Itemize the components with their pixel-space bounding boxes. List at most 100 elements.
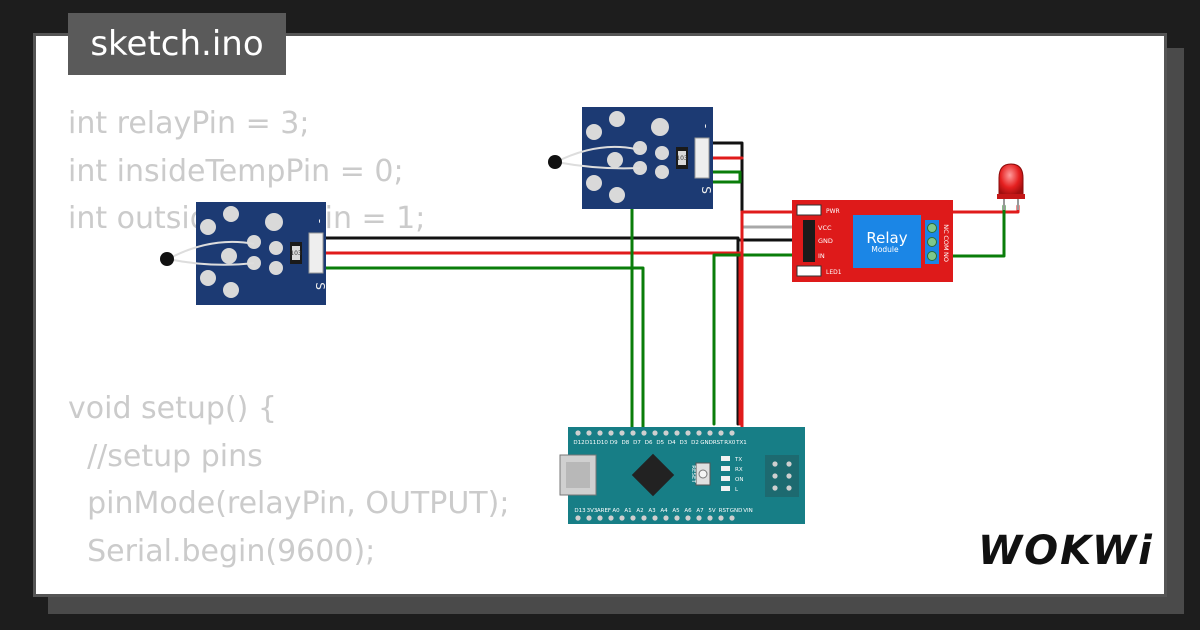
wire-green-signal-top[interactable] xyxy=(630,170,742,524)
nano-bottom-label: RST xyxy=(719,508,730,514)
relay-gnd-label: GND xyxy=(818,237,833,245)
nano-led-label: L xyxy=(735,487,739,493)
nano-top-label: D11 xyxy=(585,440,596,446)
sensor-board xyxy=(582,107,713,209)
pin-minus-label: - xyxy=(699,124,713,128)
nano-led-label: TX xyxy=(734,457,742,463)
nano-bottom-label: AREF xyxy=(597,508,611,514)
reset-label: RESET xyxy=(690,465,696,483)
nano-top-label: D2 xyxy=(691,440,699,446)
nano-pin[interactable] xyxy=(685,515,691,521)
nano-bottom-label: A5 xyxy=(672,508,680,514)
nano-pin[interactable] xyxy=(685,430,691,436)
nano-pin[interactable] xyxy=(608,430,614,436)
nano-bottom-label: A3 xyxy=(648,508,656,514)
thermistor-head xyxy=(160,252,174,266)
nano-pin[interactable] xyxy=(641,430,647,436)
nano-pin[interactable] xyxy=(707,515,713,521)
nano-pin[interactable] xyxy=(652,515,658,521)
nano-top-label: D3 xyxy=(680,440,688,446)
nano-bottom-label: A4 xyxy=(660,508,668,514)
nano-pin[interactable] xyxy=(696,515,702,521)
nano-pin[interactable] xyxy=(718,430,724,436)
code-line: //setup pins xyxy=(68,438,263,474)
wire-black-gnd[interactable] xyxy=(320,236,740,426)
nano-pin[interactable] xyxy=(630,515,636,521)
nano-pin[interactable] xyxy=(597,430,603,436)
wire-red-vcc-left[interactable] xyxy=(320,251,742,426)
relay-vcc-label: VCC xyxy=(818,224,832,232)
icsp-header xyxy=(765,455,799,497)
code-snippet: int relayPin = 3;int insideTempPin = 0;i… xyxy=(68,100,509,575)
nano-pin[interactable] xyxy=(674,430,680,436)
wire-green-led[interactable] xyxy=(930,204,1006,258)
nano-pin[interactable] xyxy=(663,430,669,436)
nano-top-label: D8 xyxy=(622,440,630,446)
wires xyxy=(320,141,1020,524)
ntc-sensor-top[interactable]: 103 - S xyxy=(548,107,713,209)
project-title[interactable]: sketch.ino xyxy=(68,13,286,75)
code-line: int relayPin = 3; xyxy=(68,106,310,141)
relay-no-label: NO xyxy=(942,252,950,262)
nano-top-label: GND xyxy=(700,440,713,446)
nano-led xyxy=(721,476,730,481)
pin-minus-label: - xyxy=(313,219,327,223)
nano-top-label: D12 xyxy=(573,440,584,446)
nano-pin[interactable] xyxy=(619,515,625,521)
pin-signal-label: S xyxy=(699,186,713,194)
nano-bottom-label: A6 xyxy=(684,508,692,514)
resistor-label: 103 xyxy=(676,155,688,162)
nano-top-label: D10 xyxy=(597,440,609,446)
relay-block xyxy=(853,215,921,268)
code-line: int insideTempPin = 0; xyxy=(68,153,404,189)
relay-pwr-led-label: PWR xyxy=(826,208,840,215)
relay-module[interactable]: PWR LED1 VCC GND IN Relay Module NC COM … xyxy=(792,200,953,282)
ntc-sensor-left[interactable]: 103 - S xyxy=(160,202,327,305)
nano-pin[interactable] xyxy=(707,430,713,436)
nano-led-label: ON xyxy=(735,477,743,483)
relay-header xyxy=(803,220,815,262)
nano-pin[interactable] xyxy=(608,515,614,521)
relay-in-label: IN xyxy=(818,252,825,260)
nano-pin[interactable] xyxy=(696,430,702,436)
nano-pin[interactable] xyxy=(729,430,735,436)
sensor-board xyxy=(196,202,326,305)
nano-pin[interactable] xyxy=(729,515,735,521)
nano-top-label: D7 xyxy=(633,440,641,446)
nano-bottom-label: A7 xyxy=(696,508,704,514)
nano-pin[interactable] xyxy=(597,515,603,521)
nano-top-label: D4 xyxy=(668,440,676,446)
nano-led xyxy=(721,456,730,461)
code-line: void setup() { xyxy=(68,391,277,426)
nano-pin[interactable] xyxy=(575,515,581,521)
nano-pin[interactable] xyxy=(652,430,658,436)
nano-top-label: D9 xyxy=(610,440,618,446)
nano-led xyxy=(721,466,730,471)
nano-pin[interactable] xyxy=(586,430,592,436)
nano-pin[interactable] xyxy=(586,515,592,521)
nano-pin[interactable] xyxy=(663,515,669,521)
pin-signal-label: S xyxy=(313,282,327,290)
led-dome xyxy=(998,163,1024,197)
nano-top-label: D6 xyxy=(645,440,653,446)
red-led[interactable] xyxy=(997,163,1025,210)
nano-pin[interactable] xyxy=(630,430,636,436)
nano-pin[interactable] xyxy=(718,515,724,521)
wire-green-relay-in[interactable] xyxy=(712,253,810,426)
nano-bottom-label: GND xyxy=(730,508,743,514)
thermistor-head xyxy=(548,155,562,169)
nano-led xyxy=(721,486,730,491)
resistor-label: 103 xyxy=(290,250,302,257)
relay-com-label: COM xyxy=(942,235,950,250)
nano-top-label: RX0 xyxy=(724,440,736,446)
nano-pin[interactable] xyxy=(619,430,625,436)
nano-pin[interactable] xyxy=(575,430,581,436)
relay-title: Relay xyxy=(866,229,907,247)
nano-pin[interactable] xyxy=(674,515,680,521)
nano-pin[interactable] xyxy=(641,515,647,521)
